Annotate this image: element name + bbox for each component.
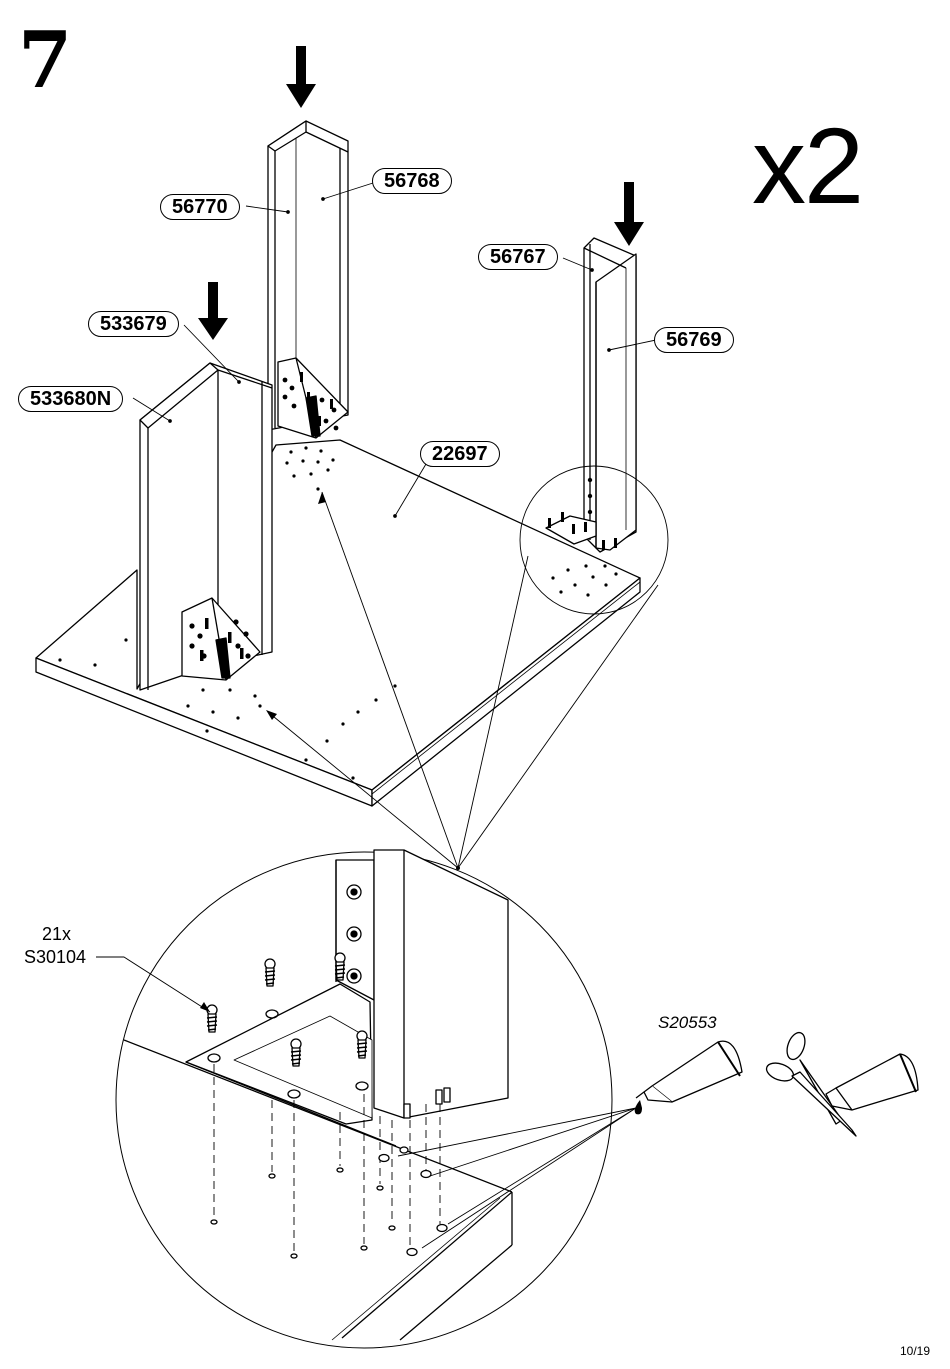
step-number: 7	[18, 15, 73, 106]
screw-icon	[206, 1004, 218, 1033]
down-arrow-icon	[198, 282, 228, 340]
screw-icon	[264, 958, 276, 987]
screw-icon	[290, 1038, 302, 1067]
part-label-533680N: 533680N	[18, 386, 124, 412]
callout-lines	[266, 491, 659, 869]
scissors-icon	[765, 1031, 857, 1137]
screw-quantity: 21x	[42, 924, 72, 944]
page-number: 10/19	[899, 1344, 930, 1358]
down-arrow-icon	[614, 182, 644, 246]
front-left-post	[139, 362, 273, 691]
leader-lines	[132, 182, 657, 518]
part-label-56770: 56770	[160, 194, 240, 220]
glue-tube-icon	[825, 1053, 919, 1111]
part-label-533679: 533679	[88, 311, 179, 337]
screw-icon	[356, 1030, 368, 1059]
glue-drop-icon	[634, 1100, 642, 1115]
detail-magnified-view	[115, 849, 613, 1349]
screw-leader-line	[96, 956, 211, 1013]
glue-code: S20553	[658, 1013, 717, 1032]
screw-icon	[334, 952, 346, 981]
quantity-multiplier: x2	[752, 105, 864, 226]
back-left-post	[267, 120, 349, 439]
down-arrow-icon	[286, 46, 316, 108]
part-label-56767: 56767	[478, 244, 558, 270]
detail-highlight-circle	[519, 465, 669, 615]
base-panel	[35, 439, 641, 807]
part-label-22697: 22697	[420, 441, 500, 467]
glue-lines	[397, 1107, 637, 1249]
part-label-56768: 56768	[372, 168, 452, 194]
part-label-56769: 56769	[654, 327, 734, 353]
screw-code: S30104	[24, 947, 87, 967]
glue-tube-icon	[635, 1040, 743, 1103]
right-post	[545, 237, 637, 553]
panel-holes	[58, 446, 618, 780]
